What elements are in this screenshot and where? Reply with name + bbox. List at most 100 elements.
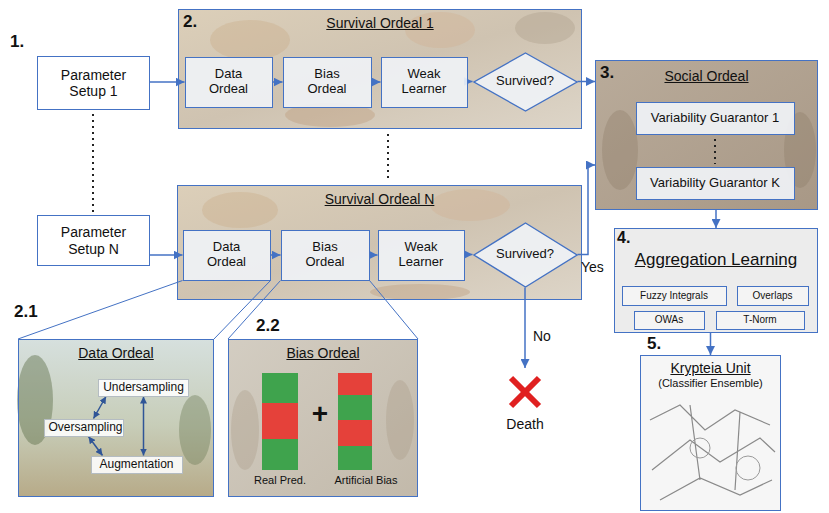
- flow-arrow: [150, 81, 185, 83]
- painting-ground: [228, 339, 418, 497]
- node-label: Weak Learner: [395, 67, 454, 97]
- sketch-shield: [690, 438, 710, 458]
- operator-box: OWAs: [634, 311, 705, 330]
- bias-bar: [338, 420, 372, 446]
- operator-box: Overlaps: [737, 286, 809, 306]
- node-label: Augmentation: [99, 458, 173, 472]
- node-label: Weak Learner: [392, 240, 451, 270]
- node-label: Survived?: [496, 74, 554, 89]
- painting-figure: [430, 189, 510, 221]
- prediction-bar: [262, 373, 298, 403]
- painting-ground: [178, 9, 582, 129]
- flow-arrow: [372, 81, 381, 83]
- sketch-strokes: [650, 405, 775, 500]
- node-label: Survived?: [496, 247, 554, 262]
- parameter-box: Parameter Setup N: [37, 215, 150, 266]
- callout-number: 4.: [617, 229, 630, 247]
- landscape-tree: [179, 395, 211, 465]
- node-label: OWAs: [655, 314, 684, 326]
- decision-diamond: Survived?: [473, 52, 578, 112]
- figure-label: Artificial Bias: [316, 474, 416, 487]
- sampling-tag: Oversampling: [44, 419, 124, 437]
- painting-figure: [386, 380, 414, 460]
- zoom-line: [18, 281, 271, 340]
- flow-arrow: [273, 81, 283, 83]
- painting-figure: [602, 110, 638, 190]
- painting-ground: [177, 185, 582, 300]
- painting-figure: [515, 12, 575, 44]
- figure-label: Real Pred.: [240, 474, 320, 487]
- prediction-bar: [262, 403, 298, 439]
- diamond-shape: [474, 53, 577, 111]
- painting-figure: [231, 390, 259, 470]
- node-label: Parameter Setup 1: [48, 67, 139, 99]
- node-label: Bias Ordeal: [297, 67, 358, 97]
- node-label: Data Ordeal: [197, 240, 257, 270]
- flow-arrow: [578, 165, 596, 255]
- bias-bar: [338, 373, 372, 395]
- sampling-tag: Undersampling: [98, 379, 189, 397]
- operator-box: Fuzzy Integrals: [622, 286, 727, 306]
- panel-ground: [614, 228, 818, 333]
- cross-stroke: [511, 378, 539, 406]
- node-label: Bias Ordeal: [295, 240, 356, 270]
- flow-arrow: [710, 333, 712, 355]
- panel-title: Survival Ordeal 1: [179, 10, 581, 31]
- node-label: Fuzzy Integrals: [640, 290, 708, 302]
- bias-bar: [338, 395, 372, 420]
- panel-title: Social Ordeal: [596, 61, 817, 84]
- panel-title: Krypteia Unit: [641, 356, 780, 376]
- painting-ground: [595, 60, 818, 210]
- painting-figure: [210, 20, 290, 60]
- callout-number: 2.: [183, 12, 197, 32]
- ellipsis-dots: [92, 114, 94, 212]
- node-label: Death: [506, 416, 543, 432]
- stage-panel: Survival Ordeal 1 Data Ordeal Bias Ordeal W…: [178, 9, 582, 129]
- painting-figure: [370, 284, 470, 300]
- node-label: Oversampling: [49, 421, 119, 435]
- node-label: Parameter Setup N: [48, 224, 139, 256]
- decision-diamond: Survived?: [473, 222, 578, 288]
- callout-number: 1.: [10, 32, 24, 52]
- process-box: Weak Learner: [378, 230, 465, 281]
- flow-arrow: [465, 254, 473, 256]
- callout-number: 3.: [600, 63, 614, 83]
- process-box: Bias Ordeal: [283, 57, 372, 108]
- prediction-bar: [262, 439, 298, 470]
- death-node: Death: [497, 368, 553, 444]
- process-box: Data Ordeal: [183, 230, 271, 281]
- flow-arrow: [578, 81, 596, 83]
- node-label: Undersampling: [103, 381, 184, 395]
- edge-label: Yes: [581, 259, 604, 275]
- node-label: Data Ordeal: [199, 67, 259, 97]
- stage-panel: Aggregation LearningFuzzy IntegralsOverl…: [614, 228, 818, 333]
- guarantor-box: Variability Guarantor 1: [636, 102, 795, 135]
- callout-number: 2.2: [256, 316, 280, 336]
- stage-panel: Social OrdealVariability Guarantor 1 Vari…: [595, 60, 818, 210]
- flow-arrow: [468, 81, 473, 83]
- ellipsis-dots: [387, 134, 389, 181]
- panel-title: Survival Ordeal N: [178, 186, 581, 207]
- edge-label: No: [533, 328, 551, 344]
- zoom-line: [228, 281, 418, 340]
- stage-panel: Data OrdealUndersamplingOversamplingAugm…: [18, 339, 214, 497]
- landscape-ground: [18, 339, 214, 497]
- flow-arrow: [271, 254, 281, 256]
- parameter-box: Parameter Setup 1: [37, 56, 150, 110]
- node-label: (Classifier Ensemble): [641, 376, 780, 390]
- flow-arrow: [370, 254, 378, 256]
- sketch-ground: [640, 355, 781, 511]
- flow-arrow: [143, 397, 145, 456]
- ellipsis-dots: [714, 139, 716, 164]
- flow-arrow: [94, 397, 107, 419]
- ensemble-panel: Krypteia Unit(Classifier Ensemble): [640, 355, 781, 511]
- sampling-tag: Augmentation: [91, 456, 183, 474]
- node-label: Variability Guarantor K: [650, 176, 780, 191]
- bias-bar: [338, 446, 372, 470]
- sketch-shield: [736, 456, 760, 480]
- callout-number: 2.1: [14, 302, 38, 322]
- guarantor-box: Variability Guarantor K: [636, 167, 795, 200]
- process-box: Weak Learner: [381, 57, 468, 108]
- operator-box: T-Norm: [716, 311, 805, 330]
